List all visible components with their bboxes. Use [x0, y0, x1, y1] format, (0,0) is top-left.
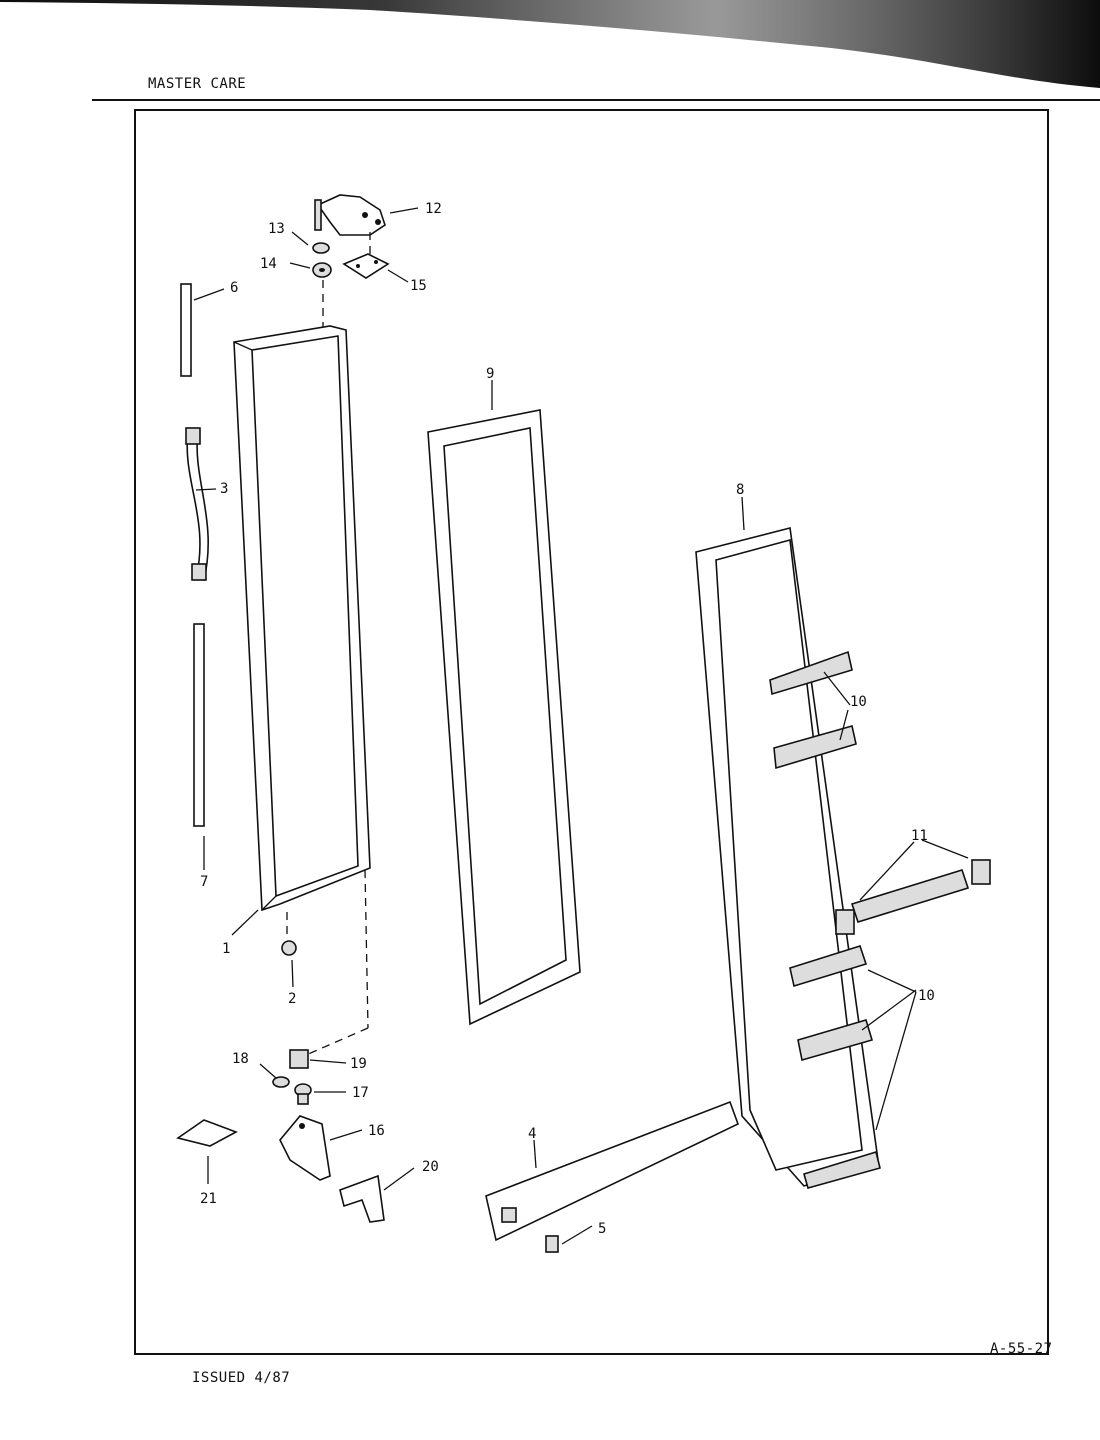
callout-16: 16 [368, 1123, 385, 1139]
scan-edge-shadow [0, 0, 1100, 88]
part-14-bushing [312, 262, 332, 278]
part-6-trim-strip [180, 283, 192, 377]
callout-9: 9 [486, 366, 494, 382]
callout-14: 14 [260, 256, 277, 272]
brand-title: MASTER CARE [148, 76, 247, 92]
part-10-shelf-rails [769, 650, 881, 1189]
callout-8: 8 [736, 482, 744, 498]
callout-13: 13 [268, 221, 285, 237]
callout-5: 5 [598, 1221, 606, 1237]
part-11-shelf-rail [835, 859, 991, 935]
callout-10-lower: 10 [918, 988, 935, 1004]
callout-21: 21 [200, 1191, 217, 1207]
callout-15: 15 [410, 278, 427, 294]
callout-7: 7 [200, 874, 208, 890]
callout-3: 3 [220, 481, 228, 497]
part-12-top-hinge [314, 194, 386, 236]
part-4-breaker-strip [485, 1100, 739, 1242]
callout-6: 6 [230, 280, 238, 296]
part-19-spacer [289, 1049, 309, 1069]
part-2-plug [281, 940, 297, 956]
part-3-handle [185, 427, 209, 581]
callout-19: 19 [350, 1056, 367, 1072]
issued-date: ISSUED 4/87 [192, 1370, 291, 1386]
callout-2: 2 [288, 991, 296, 1007]
callout-10-upper: 10 [850, 694, 867, 710]
part-16-bottom-hinge [279, 1115, 331, 1181]
leader-lines [193, 207, 969, 1245]
part-21-cover [176, 1119, 238, 1147]
part-15-shim [342, 253, 390, 279]
callout-1: 1 [222, 941, 230, 957]
part-8-door-liner [695, 527, 879, 1187]
callout-17: 17 [352, 1085, 369, 1101]
part-1-door-panel [233, 325, 371, 912]
part-7-trim-strip [193, 623, 205, 827]
part-13-washer [312, 242, 330, 254]
callout-11: 11 [911, 828, 928, 844]
callout-18: 18 [232, 1051, 249, 1067]
part-17-hinge-pin [294, 1083, 312, 1105]
header-rule [92, 99, 1100, 101]
part-5-clip [545, 1235, 559, 1253]
drawing-number: A-55-27 [990, 1341, 1053, 1357]
diagram-frame [134, 109, 1049, 1355]
callout-numbers: 12 13 14 15 6 3 7 1 2 9 8 10 11 10 4 5 1… [200, 201, 935, 1237]
part-9-gasket [427, 409, 581, 1026]
callout-20: 20 [422, 1159, 439, 1175]
part-20-bracket [339, 1174, 385, 1223]
model-number: NS20H8 [535, 67, 589, 83]
callout-4: 4 [528, 1126, 536, 1142]
part-18-washer [272, 1076, 290, 1088]
callout-12: 12 [425, 201, 442, 217]
